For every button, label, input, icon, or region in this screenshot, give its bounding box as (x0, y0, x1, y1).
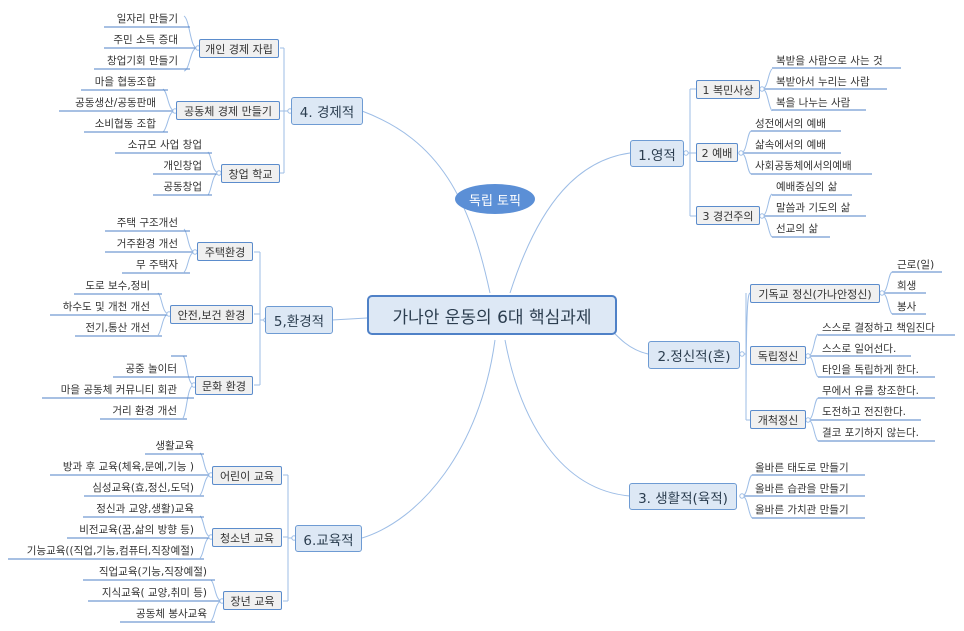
leaf[interactable]: 비전교육(꿈,삶의 방향 등) (79, 523, 194, 536)
leaf[interactable]: 올바른 태도로 만들기 (755, 461, 849, 474)
leaf[interactable]: 결코 포기하지 않는다. (822, 426, 919, 439)
leaf[interactable]: 방과 후 교육(체육,문예,기능 ) (62, 460, 194, 473)
sub-housing[interactable]: 주택환경 (197, 242, 253, 261)
topic-environment[interactable]: 5,환경적 (265, 306, 333, 334)
leaf[interactable]: 마을 공동체 커뮤니티 회관 (60, 383, 177, 396)
floating-topic[interactable]: 독립 토픽 (455, 184, 535, 214)
leaf[interactable]: 도전하고 전진한다. (822, 405, 906, 418)
leaf[interactable]: 거주환경 개선 (116, 237, 178, 250)
leaf[interactable]: 하수도 및 개천 개선 (62, 300, 150, 313)
leaf[interactable]: 공동체 봉사교육 (136, 607, 207, 620)
leaf[interactable]: 생활교육 (155, 439, 194, 452)
leaf[interactable]: 정신과 교양,생활)교육 (96, 502, 194, 515)
sub-piety[interactable]: 3 경건주의 (696, 206, 760, 225)
sub-adult-edu[interactable]: 장년 교육 (223, 591, 282, 610)
sub-christian-spirit[interactable]: 기독교 정신(가나안정신) (750, 284, 880, 303)
leaf[interactable]: 소규모 사업 창업 (127, 138, 202, 151)
leaf[interactable]: 복을 나누는 사람 (776, 96, 851, 109)
leaf[interactable]: 주택 구조개선 (116, 216, 178, 229)
leaf[interactable]: 창업기회 만들기 (107, 54, 178, 67)
leaf[interactable]: 거리 환경 개선 (112, 404, 177, 417)
sub-independence[interactable]: 독립정신 (750, 346, 806, 365)
leaf[interactable]: 복받을 사람으로 사는 것 (776, 54, 883, 67)
leaf[interactable]: 타인을 독립하게 한다. (822, 363, 919, 376)
sub-pioneer[interactable]: 개척정신 (750, 410, 806, 429)
topic-education[interactable]: 6.교육적 (295, 525, 362, 552)
leaf[interactable]: 예배중심의 삶 (776, 180, 838, 193)
leaf[interactable]: 스스로 일어선다. (822, 342, 897, 355)
leaf[interactable]: 지식교육( 교양,취미 등) (101, 586, 207, 599)
leaf[interactable]: 스스로 결정하고 책임진다 (822, 321, 935, 334)
sub-worship[interactable]: 2 예배 (696, 143, 738, 162)
topic-economic[interactable]: 4. 경제적 (291, 97, 363, 125)
leaf[interactable]: 올바른 가치관 만들기 (755, 503, 849, 516)
leaf[interactable]: 도로 보수,정비 (85, 279, 150, 292)
topic-living[interactable]: 3. 생활적(육적) (629, 483, 737, 510)
leaf[interactable]: 마을 협동조합 (94, 75, 156, 88)
leaf[interactable]: 공동창업 (163, 180, 202, 193)
sub-safety-health[interactable]: 안전,보건 환경 (170, 305, 253, 324)
sub-culture[interactable]: 문화 환경 (195, 376, 253, 395)
leaf[interactable]: 근로(일) (897, 258, 935, 271)
leaf[interactable]: 선교의 삶 (776, 222, 818, 235)
leaf[interactable]: 소비협동 조합 (94, 117, 156, 130)
leaf[interactable]: 심성교육(효,정신,도덕) (92, 481, 194, 494)
sub-bokmin[interactable]: 1 복민사상 (696, 80, 760, 99)
topic-spiritual[interactable]: 1.영적 (630, 140, 684, 167)
leaf[interactable]: 주민 소득 증대 (113, 33, 178, 46)
sub-personal-economy[interactable]: 개인 경제 자립 (199, 39, 279, 58)
leaf[interactable]: 전기,통산 개선 (85, 321, 150, 334)
leaf[interactable]: 올바른 습관을 만들기 (755, 482, 849, 495)
leaf[interactable]: 복받아서 누리는 사람 (776, 75, 870, 88)
leaf[interactable]: 삶속에서의 예배 (755, 138, 826, 151)
leaf[interactable]: 직업교육(기능,직장예절) (98, 565, 207, 578)
sub-startup-school[interactable]: 창업 학교 (221, 164, 280, 183)
sub-youth-edu[interactable]: 청소년 교육 (212, 528, 282, 547)
leaf[interactable]: 성전에서의 예배 (755, 117, 826, 130)
sub-community-economy[interactable]: 공동체 경제 만들기 (176, 101, 280, 120)
leaf[interactable]: 희생 (897, 279, 917, 292)
leaf[interactable]: 사회공동체에서의예배 (755, 159, 852, 172)
leaf[interactable]: 일자리 만들기 (116, 12, 178, 25)
leaf[interactable]: 무 주택자 (136, 258, 178, 271)
leaf[interactable]: 개인창업 (163, 159, 202, 172)
leaf[interactable]: 무에서 유를 창조한다. (822, 384, 919, 397)
leaf[interactable]: 기능교육((직업,기능,컴퓨터,직장예절) (26, 544, 194, 557)
leaf[interactable]: 말씀과 기도의 삶 (776, 201, 851, 214)
leaf[interactable]: 봉사 (897, 300, 917, 313)
leaf[interactable]: 공중 놀이터 (125, 362, 177, 375)
topic-mental[interactable]: 2.정신적(혼) (648, 341, 740, 369)
leaf[interactable]: 공동생산/공동판매 (75, 96, 156, 109)
sub-children-edu[interactable]: 어린이 교육 (212, 466, 282, 485)
central-topic[interactable]: 가나안 운동의 6대 핵심과제 (367, 295, 617, 335)
